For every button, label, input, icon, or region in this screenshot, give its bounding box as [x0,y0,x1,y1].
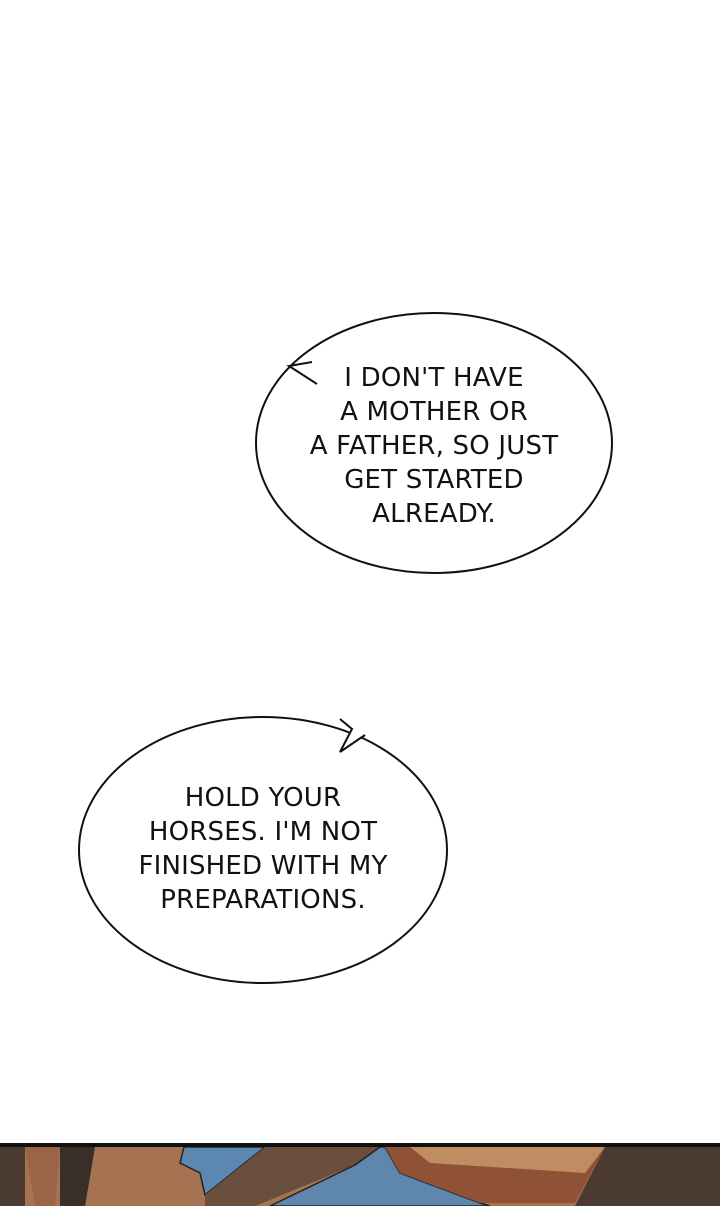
bubble-line: HOLD YOUR [184,783,342,813]
bubble-line: ALREADY. [372,499,496,529]
speech-bubbles-layer [78,312,613,984]
speech-bubble-1-text: I DON'T HAVE A MOTHER OR A FATHER, SO JU… [284,361,584,531]
bubble-line: I DON'T HAVE [344,363,524,393]
bubble-line: A FATHER, SO JUST [309,431,559,461]
bubble-line: GET STARTED [344,465,524,495]
comic-panel-illustration [0,1143,720,1206]
bubble-line: FINISHED WITH MY [138,851,388,881]
bubble-line: PREPARATIONS. [160,885,366,915]
speech-bubble-1 [255,312,613,574]
bubble-line: A MOTHER OR [340,397,528,427]
bubble-line: HORSES. I'M NOT [148,817,378,847]
speech-bubble-2 [78,716,448,984]
speech-bubble-2-text: HOLD YOUR HORSES. I'M NOT FINISHED WITH … [113,781,413,917]
